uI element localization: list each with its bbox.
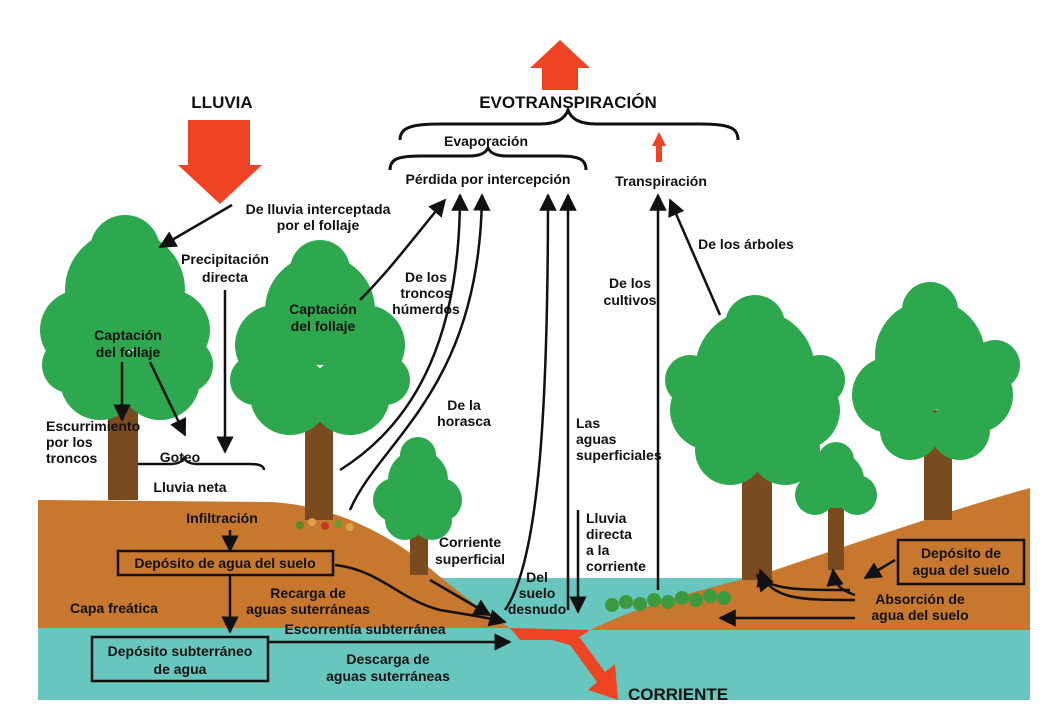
label-captacion-cen-1: Captación — [289, 301, 357, 317]
label-corriente: CORRIENTE — [628, 685, 728, 704]
label-precip-2: directa — [202, 269, 248, 285]
label-lluvia: LLUVIA — [191, 93, 252, 112]
label-perdida: Pérdida por intercepción — [406, 171, 571, 187]
soil-water-box-right — [896, 538, 1026, 586]
label-cultivos-2: cultivos — [604, 292, 657, 308]
stream-channel — [510, 628, 590, 640]
label-deposito-suelo-izq: Depósito de agua del suelo — [134, 555, 315, 571]
label-absorcion-1: Absorción de — [875, 591, 965, 607]
label-evaporacion: Evaporación — [444, 133, 528, 149]
label-suelo-3: desnudo — [508, 601, 566, 617]
label-lluvia-directa-3: a la — [586, 542, 610, 558]
evaporation-brace — [388, 144, 588, 171]
label-interceptada-2: por el follaje — [277, 217, 360, 233]
label-horasca-1: De la — [447, 397, 481, 413]
label-dep-subt-1: Depósito subterráneo — [108, 643, 253, 659]
label-recarga-1: Recarga de — [270, 585, 346, 601]
label-troncos-2: troncos — [400, 285, 452, 301]
label-arboles: De los árboles — [698, 236, 794, 252]
leaf-litter — [296, 518, 354, 531]
label-escorrentia-sub: Escorrentía subterránea — [284, 621, 445, 637]
label-infiltracion: Infiltración — [186, 510, 258, 526]
label-escurr-3: troncos — [46, 450, 98, 466]
rain-arrow — [178, 120, 262, 204]
label-dep-subt-2: de agua — [154, 661, 207, 677]
right-tree-small — [795, 442, 877, 570]
label-captacion-izq-2: del follaje — [96, 344, 161, 360]
center-tree — [230, 240, 410, 520]
label-captacion-izq-1: Captación — [94, 327, 162, 343]
label-cultivos-1: De los — [609, 275, 651, 291]
stream-arrow — [545, 638, 618, 700]
label-horasca-2: horasca — [437, 413, 491, 429]
label-precip-1: Precipitación — [181, 251, 269, 267]
label-goteo: Goteo — [160, 449, 200, 465]
evotranspiration-brace — [398, 105, 740, 141]
transpiration-small-arrow — [652, 132, 666, 162]
label-aguas-sup-1: Las — [576, 415, 600, 431]
label-lluvia-directa-4: corriente — [586, 558, 646, 574]
right-tree-large — [665, 295, 845, 580]
label-descarga-1: Descarga de — [346, 651, 429, 667]
right-tree-far — [852, 282, 1020, 520]
label-dep-suelo-der-1: Depósito de — [921, 545, 1001, 561]
label-aguas-sup-2: aguas — [576, 431, 617, 447]
label-descarga-2: aguas suterráneas — [326, 668, 450, 684]
flow-arrows — [113, 193, 896, 651]
label-aguas-sup-3: superficiales — [576, 447, 662, 463]
label-captacion-cen-2: del follaje — [291, 318, 356, 334]
label-corriente-sup-1: Corriente — [439, 534, 501, 550]
label-recarga-2: aguas suterráneas — [246, 601, 370, 617]
label-lluvia-neta: Lluvia neta — [153, 479, 226, 495]
label-evotranspiracion: EVOTRANSPIRACIÓN — [479, 93, 657, 112]
label-capa-freatica: Capa freática — [70, 600, 158, 616]
label-lluvia-directa-1: Lluvia — [586, 510, 627, 526]
label-escurr-1: Escurrimiento — [46, 418, 140, 434]
label-troncos-1: De los — [405, 269, 447, 285]
evotranspiration-arrow — [530, 40, 590, 90]
small-tree-middle — [373, 437, 462, 575]
label-absorcion-2: agua del suelo — [871, 607, 968, 623]
groundwater-box — [90, 635, 270, 683]
label-corriente-sup-2: superficial — [435, 551, 505, 567]
label-transpiracion: Transpiración — [615, 173, 707, 189]
label-suelo-1: Del — [526, 569, 548, 585]
label-interceptada-1: De lluvia interceptada — [246, 201, 391, 217]
label-lluvia-directa-2: directa — [586, 526, 632, 542]
label-dep-suelo-der-2: agua del suelo — [912, 562, 1009, 578]
label-troncos-3: húmerdos — [392, 301, 460, 317]
label-escurr-2: por los — [46, 434, 93, 450]
crops — [605, 589, 731, 612]
left-ground — [38, 500, 510, 628]
label-suelo-2: suelo — [519, 585, 556, 601]
left-tree — [40, 215, 213, 500]
